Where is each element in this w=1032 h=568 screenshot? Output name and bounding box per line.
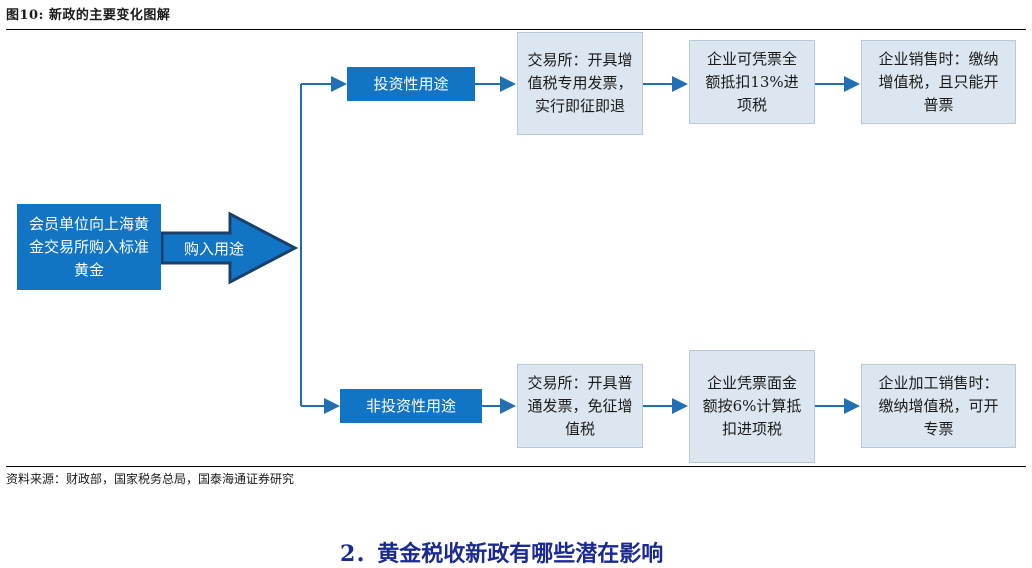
figure-title: 图10: 新政的主要变化图解 [6, 8, 171, 23]
non-investment-step-sales: 企业加工销售时：缴纳增值税，可开专票 [861, 364, 1016, 448]
flow-connectors [160, 76, 860, 414]
non-investment-step-deduction: 企业凭票面金额按6%计算抵扣进项税 [689, 350, 815, 463]
investment-step-deduction: 企业可凭票全额抵扣13%进项税 [689, 40, 815, 124]
top-rule [6, 29, 1026, 30]
purchase-use-label: 购入用途 [183, 239, 244, 258]
non-investment-step-exchange: 交易所：开具普通发票，免征增值税 [517, 364, 643, 448]
start-box: 会员单位向上海黄金交易所购入标准黄金 [17, 204, 161, 290]
investment-use-box: 投资性用途 [347, 67, 475, 101]
bottom-rule [6, 466, 1026, 467]
investment-step-sales: 企业销售时：缴纳增值税，且只能开普票 [861, 40, 1016, 124]
non-investment-use-box: 非投资性用途 [340, 389, 482, 423]
big-arrow-shape [160, 211, 299, 285]
source-note: 资料来源：财政部，国家税务总局，国泰海通证券研究 [6, 472, 295, 486]
investment-step-exchange: 交易所：开具增值税专用发票，实行即征即退 [517, 32, 643, 135]
section-heading: 2．黄金税收新政有哪些潜在影响 [340, 541, 664, 567]
